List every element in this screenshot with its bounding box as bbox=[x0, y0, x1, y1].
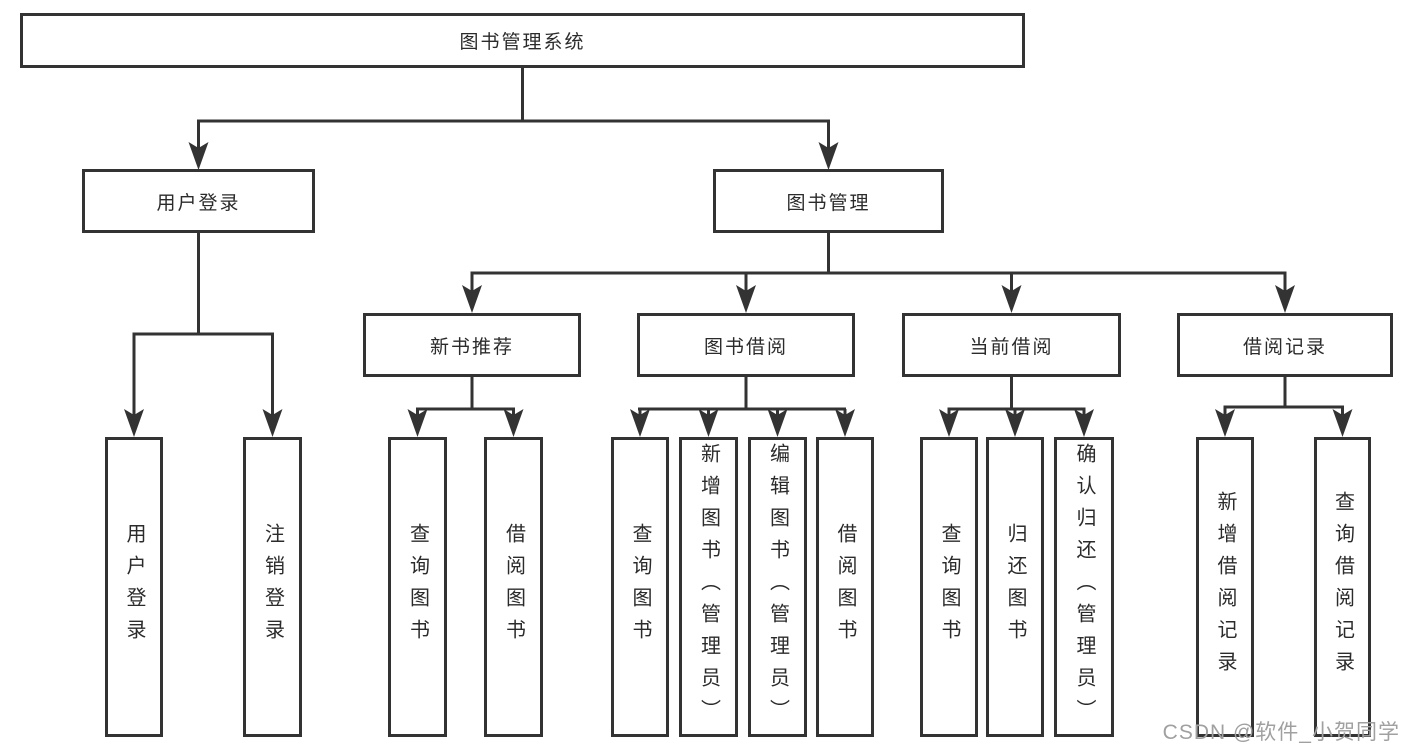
connector-current-borrow-to-leaves bbox=[939, 377, 1094, 437]
node-book-management: 图书管理 bbox=[713, 169, 944, 233]
leaf-return-books: 归还图书 bbox=[986, 437, 1044, 737]
leaf-query-books-1: 查询图书 bbox=[388, 437, 447, 737]
leaf-confirm-return-admin-label: 确认归还（管理员） bbox=[1073, 443, 1095, 731]
node-borrow-records: 借阅记录 bbox=[1177, 313, 1393, 377]
connector-new-book-recommend-to-leaves bbox=[407, 377, 524, 437]
node-book-borrow: 图书借阅 bbox=[637, 313, 855, 377]
leaf-query-books-3: 查询图书 bbox=[920, 437, 978, 737]
leaf-borrow-books-1-label: 借阅图书 bbox=[502, 523, 525, 651]
csdn-watermark: CSDN @软件_小贺同学 bbox=[1162, 721, 1400, 744]
leaf-return-books-label: 归还图书 bbox=[1004, 523, 1026, 651]
leaf-user-login-label: 用户登录 bbox=[123, 523, 145, 651]
leaf-logout: 注销登录 bbox=[243, 437, 302, 737]
leaf-query-borrow-record-label: 查询借阅记录 bbox=[1331, 491, 1354, 683]
leaf-borrow-books-1: 借阅图书 bbox=[484, 437, 543, 737]
leaf-borrow-books-2-label: 借阅图书 bbox=[834, 523, 856, 651]
leaf-user-login: 用户登录 bbox=[105, 437, 163, 737]
node-library-system: 图书管理系统 bbox=[20, 13, 1025, 68]
connector-book-management-to-level2 bbox=[462, 233, 1295, 313]
leaf-add-borrow-record-label: 新增借阅记录 bbox=[1214, 491, 1236, 683]
node-current-borrow: 当前借阅 bbox=[902, 313, 1121, 377]
leaf-query-books-2: 查询图书 bbox=[611, 437, 669, 737]
leaf-query-books-2-label: 查询图书 bbox=[629, 523, 651, 651]
connector-borrow-records-to-leaves bbox=[1215, 377, 1353, 437]
leaf-query-borrow-record: 查询借阅记录 bbox=[1314, 437, 1371, 737]
connector-root-to-level1 bbox=[188, 68, 839, 170]
leaf-add-books-admin: 新增图书（管理员） bbox=[679, 437, 738, 737]
leaf-add-books-admin-label: 新增图书（管理员） bbox=[697, 443, 720, 731]
leaf-edit-books-admin-label: 编辑图书（管理员） bbox=[766, 443, 789, 731]
leaf-add-borrow-record: 新增借阅记录 bbox=[1196, 437, 1254, 737]
leaf-query-books-1-label: 查询图书 bbox=[406, 523, 429, 651]
connector-user-login-to-leaves bbox=[124, 233, 283, 437]
leaf-logout-label: 注销登录 bbox=[261, 523, 284, 651]
node-new-book-recommend: 新书推荐 bbox=[363, 313, 581, 377]
leaf-edit-books-admin: 编辑图书（管理员） bbox=[748, 437, 807, 737]
node-user-login: 用户登录 bbox=[82, 169, 315, 233]
leaf-confirm-return-admin: 确认归还（管理员） bbox=[1054, 437, 1114, 737]
leaf-query-books-3-label: 查询图书 bbox=[938, 523, 960, 651]
connector-book-borrow-to-leaves bbox=[630, 377, 855, 437]
leaf-borrow-books-2: 借阅图书 bbox=[816, 437, 874, 737]
